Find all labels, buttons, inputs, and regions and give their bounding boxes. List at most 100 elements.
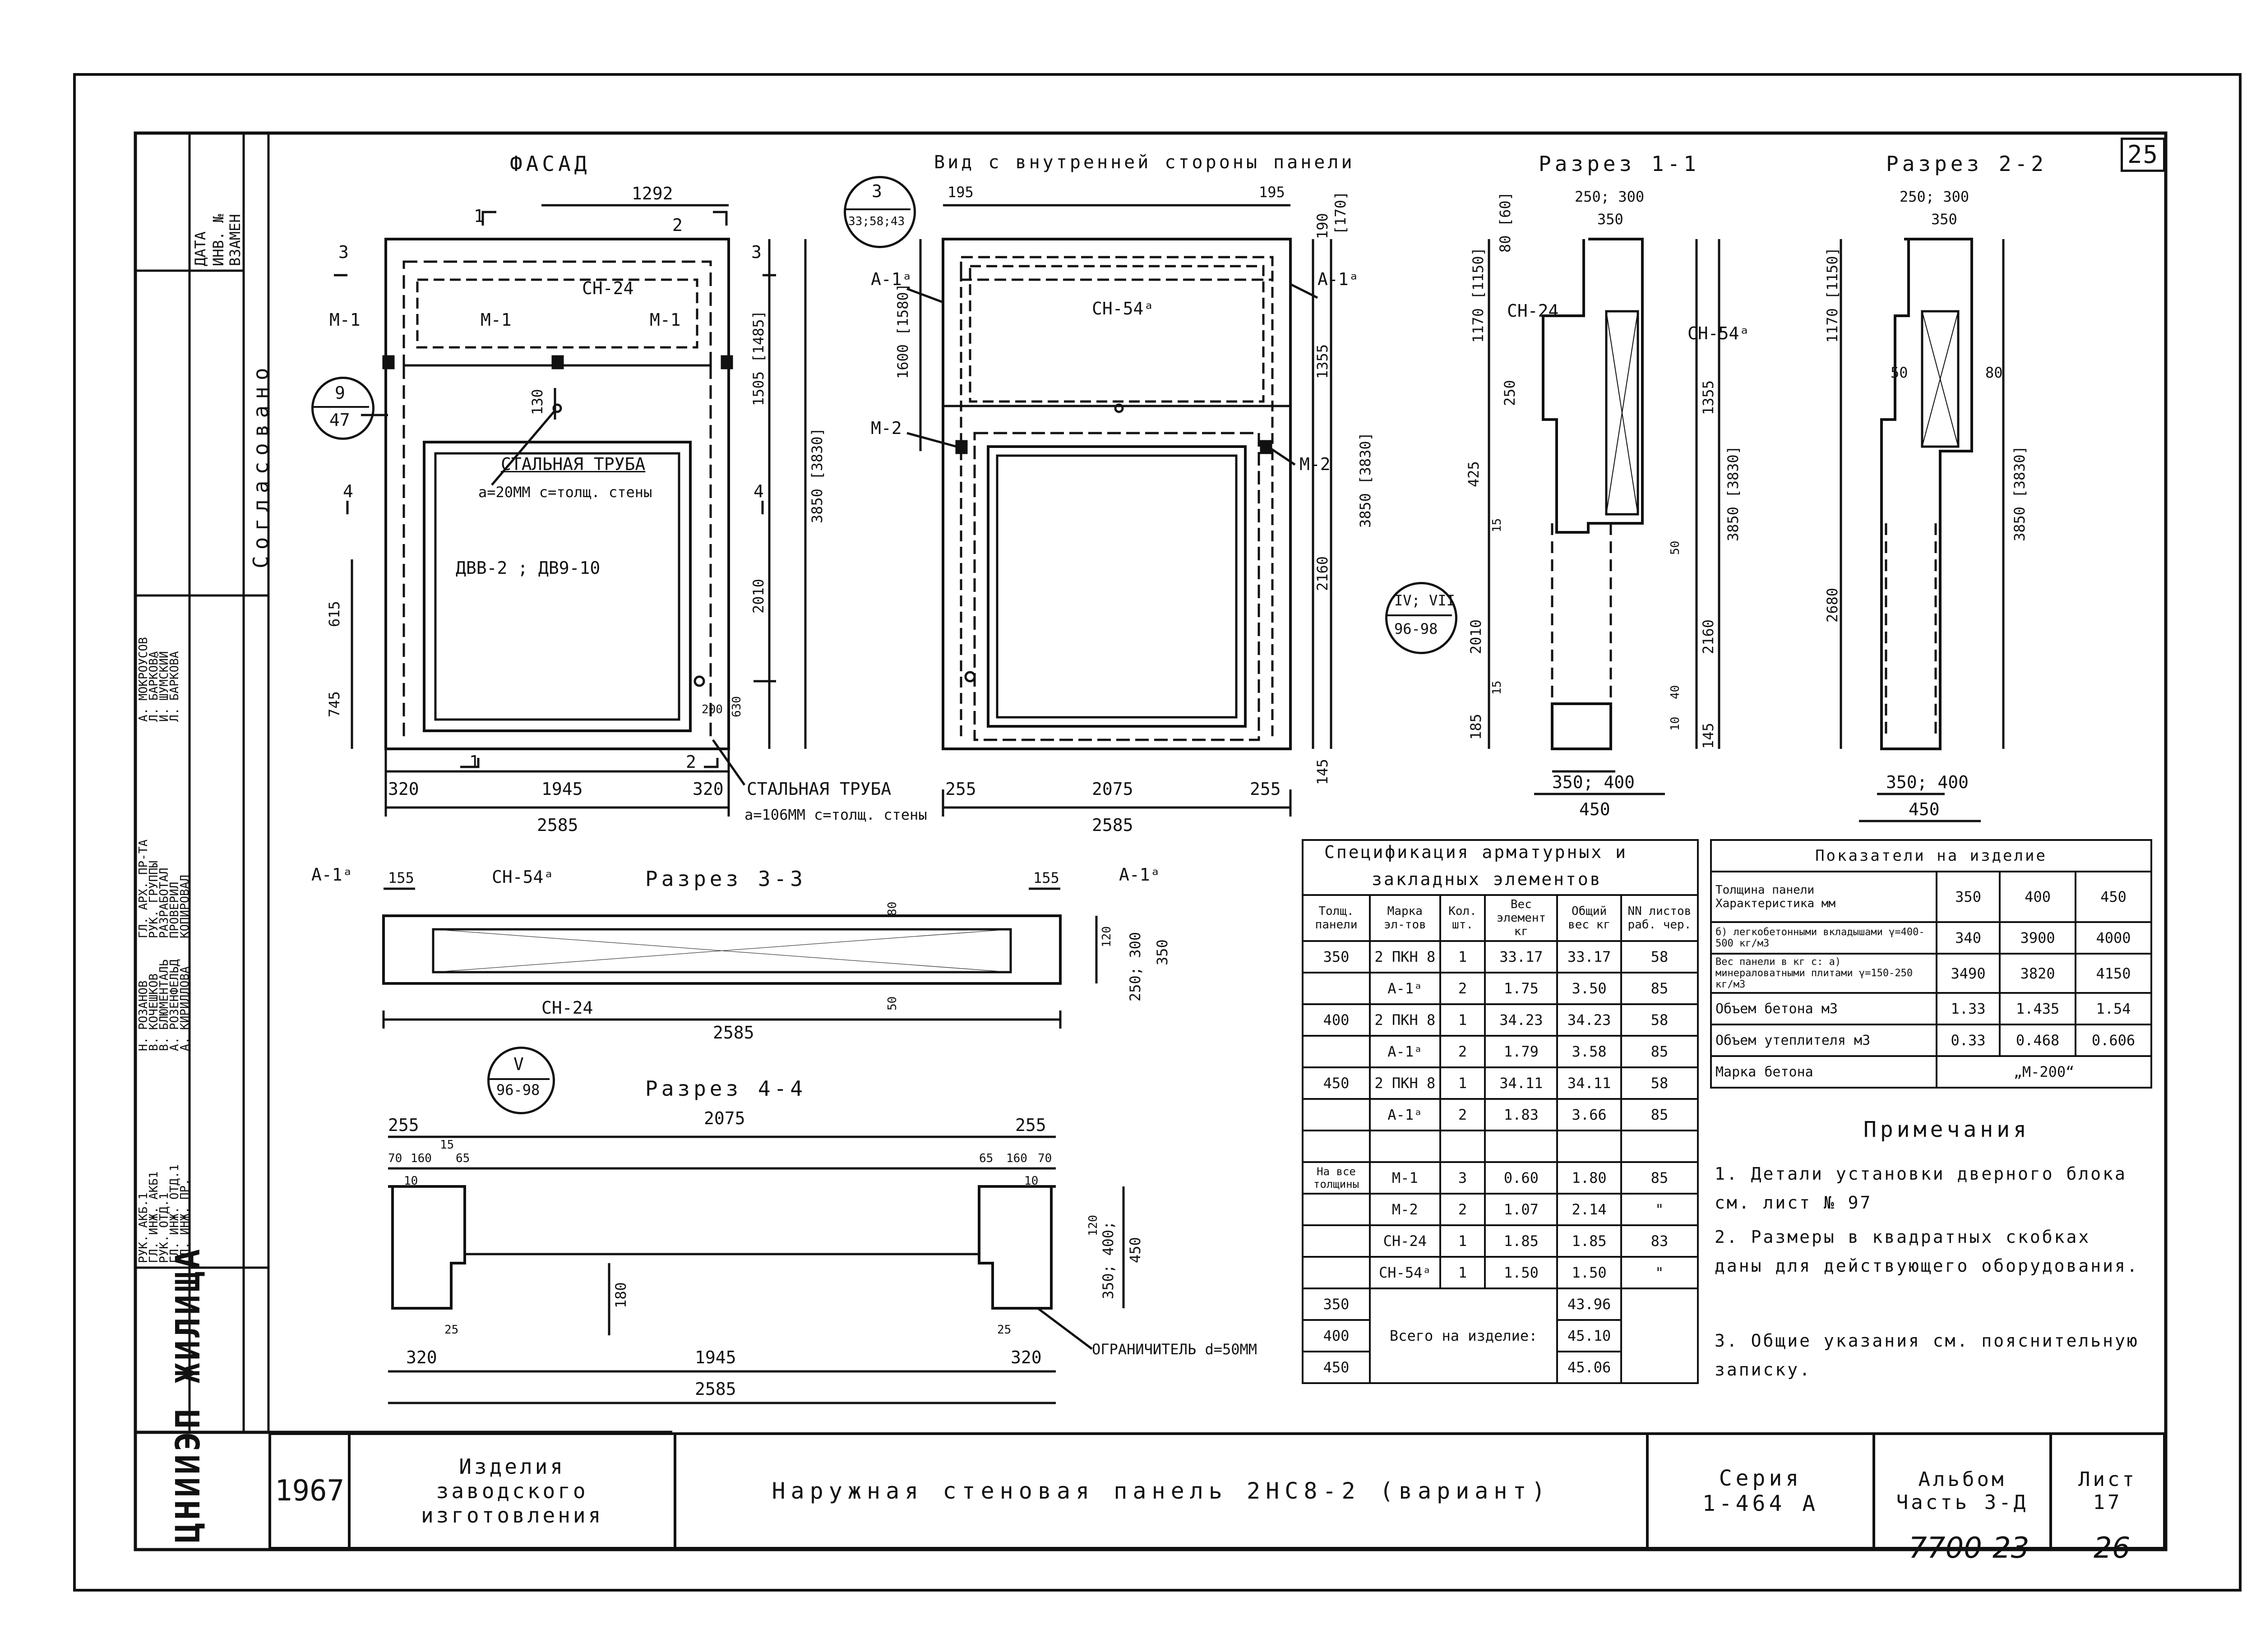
sec11-callout-divider [1386,614,1452,616]
inner-a1-left: А-1ᵃ [871,269,912,289]
sec33-a1-right: А-1ᵃ [1119,865,1160,885]
spec-header: Толщ. панели [1301,894,1371,942]
sec44-dim-160-left: 160 [411,1152,432,1165]
sec11-dim-top: 250; 300 [1575,188,1645,205]
sec11-dim-1355: 1355 [1700,380,1717,415]
inner-dim-190: 190 [1314,213,1331,239]
sec22-dim-3850: 3850 [3830] [2011,446,2028,541]
sec11-dim-1170: 1170 [1150] [1470,247,1487,343]
indicators-title: Показатели на изделие [1710,839,2152,872]
sec11-dim-250: 250 [1501,380,1518,406]
sec44-dim-160-right: 160 [1006,1152,1027,1165]
inner-dim-2585: 2585 [1092,815,1133,835]
sec33-dim-350: 350 [1154,939,1171,965]
facade-m1-right: М-1 [650,310,681,330]
sec11-dim-bottom: 350; 400 [1552,772,1635,792]
inner-dim-145: 145 [1314,759,1331,785]
facade-callout-top: 9 [335,383,345,403]
sec22-dim-top: 250; 300 [1900,188,1969,205]
inner-m2-right: М-2 [1299,454,1331,474]
section-1-1-outline [1488,238,1720,795]
sec11-sn24: СН-24 [1507,301,1559,321]
facade-callout-9-47 [311,377,374,440]
section-4-4-outline [388,1135,1125,1404]
sec33-sn24: СН-24 [541,998,593,1018]
sec11-dim-2010: 2010 [1467,619,1484,654]
inner-dim-255-left: 255 [945,779,976,799]
facade-dim-320-left: 320 [388,779,419,799]
inner-callout-bottom: 33;58;43 [848,215,905,228]
sec44-dim-255-left: 255 [388,1115,419,1135]
facade-dim-1945: 1945 [541,779,583,799]
sec22-dim-350: 350 [1931,211,1957,228]
inner-dim-2160: 2160 [1314,556,1331,591]
sec22-dim-2680: 2680 [1824,587,1841,623]
facade-dim-200: 200 [702,703,723,716]
facade-dim-615: 615 [326,601,343,627]
sec11-dim-425: 425 [1465,461,1482,487]
view-title-section-4-4: Разрез 4-4 [645,1076,806,1101]
spec-header: Кол. шт. [1439,894,1486,942]
sec11-dim-40: 40 [1669,685,1682,699]
sec11-callout-bottom: 96-98 [1394,620,1438,637]
strip-date: ДАТА [192,231,209,266]
facade-dim-320-right: 320 [693,779,724,799]
notes-item-1: 1. Детали установки дверного блока см. л… [1715,1164,2127,1213]
inner-view-outline [906,204,1332,817]
sec44-dim-320-left: 320 [406,1347,437,1367]
strip-inv: ИНВ. № [210,214,227,266]
sec44-dim-10-left: 10 [404,1174,418,1188]
sec11-dim-15a: 15 [1490,518,1504,532]
facade-marker-3-right: 3 [751,242,762,262]
sec44-dim-65-left: 65 [456,1152,470,1165]
sec11-dim-350: 350 [1597,211,1623,228]
spec-table: Толщ. панели Марка эл-тов Кол. шт. Вес э… [1301,839,1699,1384]
inner-dim-255-right: 255 [1250,779,1281,799]
sec33-a1-left: А-1ᵃ [311,865,353,885]
sec33-dim-2585: 2585 [713,1023,754,1043]
sec11-sn54: СН-54ᵃ [1687,323,1750,343]
sec33-dim-120: 120 [1100,926,1114,947]
view-title-section-1-1: Разрез 1-1 [1539,152,1700,176]
inner-sn54: СН-54ᵃ [1092,299,1154,318]
sec11-dim-50: 50 [1669,540,1682,555]
sec22-dim-1170: 1170 [1150] [1824,247,1841,343]
facade-callout-divider [312,406,369,408]
facade-dim-130: 130 [529,389,546,415]
sec11-dim-185: 185 [1467,714,1484,740]
inner-callout-top: 3 [872,181,882,201]
organization-name: ЦНИИЭП ЖИЛИЩА [169,1246,208,1543]
strip-name: А. КИРИЛЛОВА [178,966,192,1051]
sec44-dim-120: 120 [1086,1215,1100,1236]
notes-item-2: 2. Размеры в квадратных скобках даны для… [1715,1227,2139,1276]
inner-a1-right: А-1ᵃ [1318,269,1359,289]
sec44-dim-25-right: 25 [997,1323,1012,1337]
spec-header: Марка эл-тов [1369,894,1441,942]
facade-dim-745: 745 [326,691,343,717]
spec-header: NN листов раб. чер. [1620,894,1699,942]
sec44-limiter-label: ОГРАНИЧИТЕЛЬ d=50ММ [1092,1341,1257,1358]
facade-door-marks: ДВВ-2 ; ДВ9-10 [456,558,601,578]
sec33-dim-155-left: 155 [388,869,414,886]
sec11-dim-80: 80 [60] [1497,192,1514,253]
table-row: б) легкобетонными вкладышами γ=400-500 к… [1710,921,2152,955]
sec44-dim-180: 180 [612,1282,629,1308]
sec11-callout-top: IV; VII [1394,592,1455,609]
outer-frame [73,73,2242,1592]
sec11-callout-96-98 [1385,582,1457,654]
sec22-dim-80: 80 [1985,364,2003,381]
table-row [1301,1130,1699,1163]
sec44-dim-450: 450 [1127,1237,1144,1263]
sheet-number-box: 25 [2121,138,2166,172]
view-title-section-3-3: Разрез 3-3 [645,867,806,891]
